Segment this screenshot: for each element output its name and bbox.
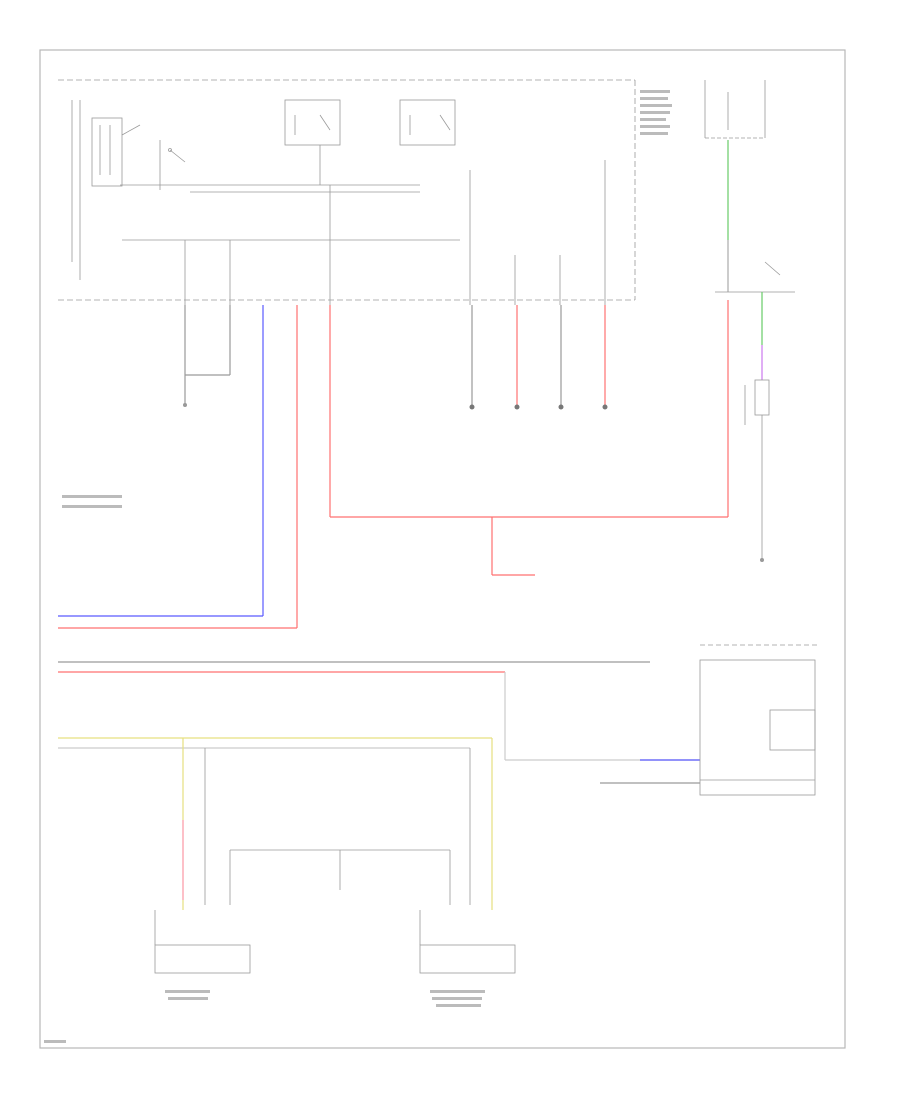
ground-right <box>760 558 764 562</box>
small-labels-bottom <box>44 990 485 1043</box>
yellow-bus <box>58 737 493 910</box>
small-labels-left <box>62 495 122 508</box>
mid-bus-lines <box>58 661 700 784</box>
ground-left <box>183 403 187 407</box>
relay-2 <box>284 99 341 185</box>
control-module-box <box>58 79 636 301</box>
right-switch <box>715 261 795 293</box>
right-door-switch <box>419 910 516 974</box>
resistor-block <box>744 379 770 560</box>
side-notes <box>640 90 672 135</box>
ignition-switch <box>159 140 186 190</box>
right-module <box>704 80 766 139</box>
diagram-frame <box>39 49 846 1049</box>
sub-connector-pins <box>469 404 608 410</box>
lower-right-module <box>699 644 820 796</box>
left-door-switch <box>154 910 251 974</box>
wires-left-bundle <box>58 300 729 629</box>
bottom-bus <box>204 748 471 905</box>
relay-1 <box>91 117 141 187</box>
internal-bus <box>120 160 606 305</box>
relay-3 <box>399 99 456 146</box>
wires-sub-connector <box>471 305 606 405</box>
